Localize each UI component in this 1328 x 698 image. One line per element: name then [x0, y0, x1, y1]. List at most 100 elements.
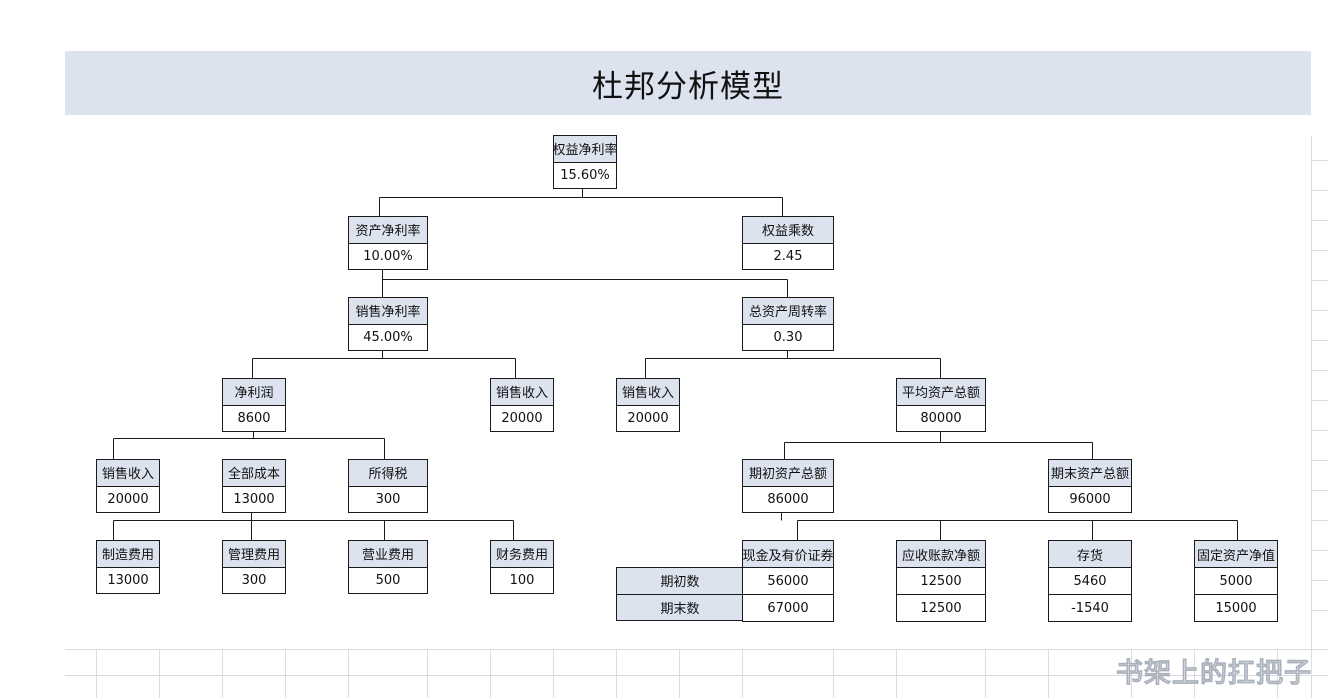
node-label: 资产净利率	[349, 217, 427, 244]
node-label: 现金及有价证券	[743, 541, 834, 568]
node-financial-expense: 财务费用 100	[490, 540, 554, 594]
node-sales-revenue: 销售收入 20000	[490, 378, 554, 432]
node-value: 96000	[1049, 486, 1131, 512]
row-label-opening: 期初数	[617, 568, 743, 595]
node-label: 存货	[1049, 541, 1131, 568]
node-label: 权益乘数	[743, 217, 833, 244]
node-sales-revenue: 销售收入 20000	[96, 459, 160, 513]
node-fixed-assets-net: 固定资产净值 5000 15000	[1194, 540, 1278, 622]
grid-line-v	[348, 649, 349, 698]
node-cash-securities: 现金及有价证券 56000 67000	[742, 540, 834, 622]
node-label: 期末资产总额	[1049, 460, 1131, 487]
node-value: 86000	[743, 486, 833, 512]
grid-line-h	[1311, 490, 1328, 491]
connector-net-margin	[252, 351, 516, 378]
node-income-tax: 所得税 300	[348, 459, 428, 513]
node-label: 固定资产净值	[1195, 541, 1277, 568]
grid-line-h	[1311, 370, 1328, 371]
node-value-closing: 12500	[897, 594, 985, 621]
row-label-closing: 期末数	[660, 601, 700, 617]
node-label: 总资产周转率	[743, 298, 833, 325]
grid-line-v	[1131, 649, 1132, 698]
node-avg-total-assets: 平均资产总额 80000	[896, 378, 986, 432]
node-roe: 权益净利率 15.60%	[553, 135, 618, 189]
node-value: 45.00%	[349, 324, 427, 350]
grid-line-v	[1311, 136, 1312, 698]
node-label: 净利润	[223, 379, 285, 406]
node-value: 300	[223, 567, 285, 593]
grid-line-v	[1194, 649, 1195, 698]
grid-line-h	[1311, 160, 1328, 161]
grid-line-h	[1311, 610, 1328, 611]
node-label: 所得税	[349, 460, 427, 487]
node-label: 销售净利率	[349, 298, 427, 325]
node-net-profit: 净利润 8600	[222, 378, 286, 432]
grid-line-v	[833, 649, 834, 698]
grid-line-h	[1311, 520, 1328, 521]
node-label: 全部成本	[223, 460, 285, 487]
node-value-opening: 5460	[1049, 568, 1131, 594]
node-asset-turnover: 总资产周转率 0.30	[742, 297, 834, 351]
node-label: 销售收入	[97, 460, 159, 487]
grid-line-h	[1311, 430, 1328, 431]
node-roa: 资产净利率 10.00%	[348, 216, 428, 270]
grid-line-h	[1311, 550, 1328, 551]
node-label: 权益净利率	[553, 136, 618, 163]
node-value: 80000	[897, 405, 985, 431]
node-value-opening: 56000	[743, 568, 833, 594]
grid-line-v	[427, 649, 428, 698]
node-value: 20000	[491, 405, 553, 431]
node-closing-total-assets: 期末资产总额 96000	[1048, 459, 1132, 513]
connector-roa	[382, 270, 788, 297]
node-label: 期初资产总额	[743, 460, 833, 487]
grid-line-v	[896, 649, 897, 698]
grid-line-h	[1311, 310, 1328, 311]
node-value-closing: 15000	[1195, 594, 1277, 621]
node-equity-multiplier: 权益乘数 2.45	[742, 216, 834, 270]
title-banner: 杜邦分析模型	[65, 51, 1311, 115]
grid-line-h	[1311, 400, 1328, 401]
watermark-text: 书架上的扛把子	[1116, 658, 1312, 690]
grid-line-v	[985, 649, 986, 698]
node-value: 20000	[617, 405, 679, 431]
grid-line-v	[159, 649, 160, 698]
node-label: 平均资产总额	[897, 379, 985, 406]
grid-line-v	[742, 649, 743, 698]
connector-asset-turnover	[645, 351, 941, 378]
node-selling-expense: 营业费用 500	[348, 540, 428, 594]
grid-line-h	[1311, 250, 1328, 251]
node-value-opening: 12500	[897, 568, 985, 594]
node-inventory: 存货 5460 -1540	[1048, 540, 1132, 622]
grid-line-h	[1311, 460, 1328, 461]
grid-line-v	[96, 649, 97, 698]
grid-line-v	[1048, 649, 1049, 698]
node-label: 应收账款净额	[897, 541, 985, 568]
node-total-cost: 全部成本 13000	[222, 459, 286, 513]
node-value: 13000	[97, 567, 159, 593]
node-value-closing: 67000	[743, 594, 833, 621]
node-value: 15.60%	[554, 162, 616, 188]
grid-line-h	[1311, 190, 1328, 191]
node-label: 财务费用	[491, 541, 553, 568]
node-value: 13000	[223, 486, 285, 512]
grid-line-v	[616, 649, 617, 698]
node-value: 8600	[223, 405, 285, 431]
node-value-closing: -1540	[1049, 594, 1131, 621]
node-label: 销售收入	[491, 379, 553, 406]
grid-line-v	[222, 649, 223, 698]
node-sales-revenue: 销售收入 20000	[616, 378, 680, 432]
node-value: 500	[349, 567, 427, 593]
node-label: 营业费用	[349, 541, 427, 568]
grid-line-h	[65, 649, 1328, 650]
node-value: 100	[491, 567, 553, 593]
node-label: 制造费用	[97, 541, 159, 568]
node-value: 20000	[97, 486, 159, 512]
node-manufacturing-cost: 制造费用 13000	[96, 540, 160, 594]
node-value: 10.00%	[349, 243, 427, 269]
node-value: 0.30	[743, 324, 833, 350]
grid-line-v	[679, 649, 680, 698]
node-label: 销售收入	[617, 379, 679, 406]
connector-assets	[781, 513, 1238, 540]
grid-line-h	[1311, 340, 1328, 341]
